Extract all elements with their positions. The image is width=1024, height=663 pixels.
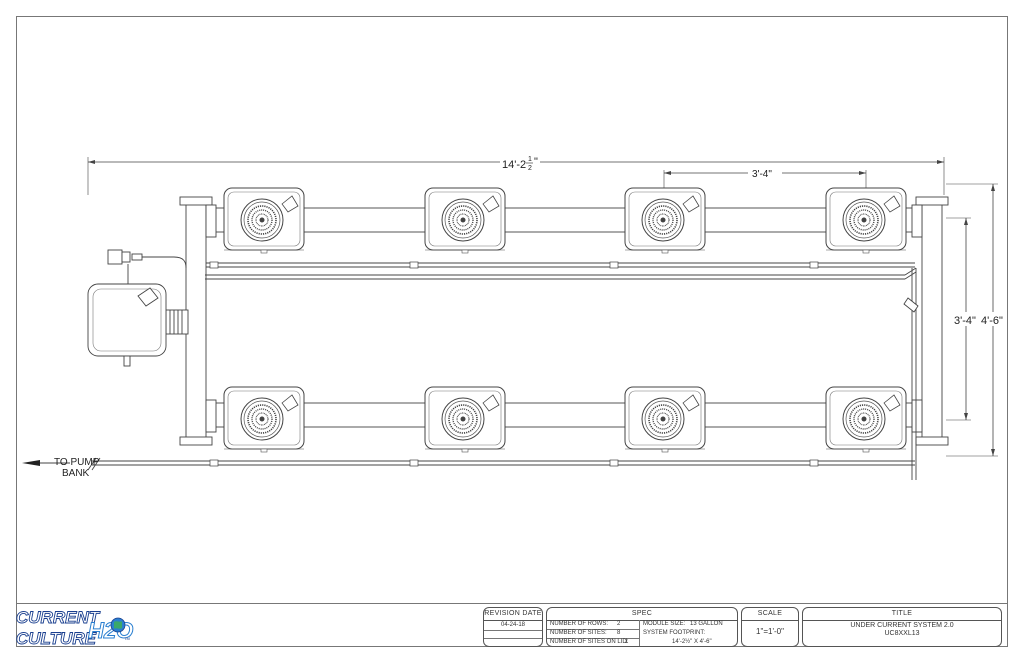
- drawing-title: UNDER CURRENT SYSTEM 2.0: [850, 622, 954, 629]
- logo-h2o: H2O: [88, 618, 133, 643]
- overall-length-dimension: 14'-2 1 2 ": [87, 153, 945, 195]
- rows-label: NUMBER OF ROWS:: [550, 621, 608, 627]
- logo-tm: TM: [124, 636, 130, 641]
- grow-site: [624, 386, 706, 453]
- grow-site: [223, 187, 305, 254]
- left-manifold: [165, 196, 905, 446]
- scale-block: SCALE 1"=1'-0": [741, 607, 799, 647]
- top-row-pipes: [200, 207, 926, 268]
- logo-line2: CULTURE: [16, 629, 97, 648]
- overall-length-fraction-den: 2: [528, 165, 532, 172]
- spec-block: SPEC NUMBER OF ROWS: 2 NUMBER OF SITES: …: [546, 607, 738, 647]
- sites-label: NUMBER OF SITES:: [550, 630, 607, 636]
- grow-site: [825, 386, 907, 453]
- pump-return-line: [22, 457, 200, 471]
- sites-value: 8: [617, 630, 621, 636]
- grow-site: [223, 386, 305, 453]
- row-spacing-dimension: 3'-4": [946, 217, 980, 421]
- title-block-divider: [16, 603, 1008, 604]
- logo-line1: CURRENT: [16, 608, 101, 627]
- spec-header: SPEC: [547, 608, 737, 621]
- grow-site: [624, 187, 706, 254]
- footprint-label: SYSTEM FOOTPRINT:: [643, 630, 706, 636]
- grow-site: [424, 386, 506, 453]
- revision-date: 04-24-18: [500, 622, 526, 628]
- drawing-code: UC8XXL13: [884, 630, 920, 637]
- pump-label-line1: TO PUMP: [54, 457, 100, 468]
- company-logo: CURRENT CULTURE H2O TM: [14, 604, 134, 652]
- overall-width-label: 4'-6": [981, 315, 1003, 327]
- sites-on-lid-value: 1: [625, 639, 629, 645]
- logo-graphic: CURRENT CULTURE H2O TM: [16, 608, 134, 649]
- bottom-row-pipes: [200, 402, 926, 466]
- overall-length-label: 14'-2: [502, 159, 526, 171]
- overall-length-fraction-num: 1: [528, 156, 532, 163]
- scale-value: 1"=1'-0": [756, 627, 784, 636]
- module-size-value: 13 GALLON: [690, 621, 723, 627]
- grow-site: [424, 187, 506, 254]
- module-size-label: MODULE SIZE:: [643, 621, 686, 627]
- pump-label-line2: BANK: [62, 468, 90, 479]
- globe-land-icon: [114, 621, 122, 629]
- overall-length-inch-mark: ": [534, 156, 538, 168]
- title-header: TITLE: [803, 608, 1001, 621]
- row-spacing-label: 3'-4": [954, 315, 976, 327]
- sites-on-lid-label: NUMBER OF SITES ON LID:: [550, 639, 629, 645]
- control-module: [87, 249, 187, 367]
- overall-width-dimension: 4'-6": [946, 183, 1006, 457]
- feed-fittings: [209, 261, 819, 467]
- site-spacing-label: 3'-4": [752, 169, 772, 180]
- grow-site: [825, 187, 907, 254]
- rows-value: 2: [617, 621, 621, 627]
- title-block: TITLE UNDER CURRENT SYSTEM 2.0 UC8XXL13: [802, 607, 1002, 647]
- scale-header: SCALE: [742, 608, 798, 621]
- footprint-value: 14'-2½" X 4'-6": [672, 639, 712, 645]
- revision-header: REVISION DATE: [484, 608, 542, 621]
- right-manifold: [903, 196, 949, 480]
- revision-block: REVISION DATE 04-24-18: [483, 607, 543, 647]
